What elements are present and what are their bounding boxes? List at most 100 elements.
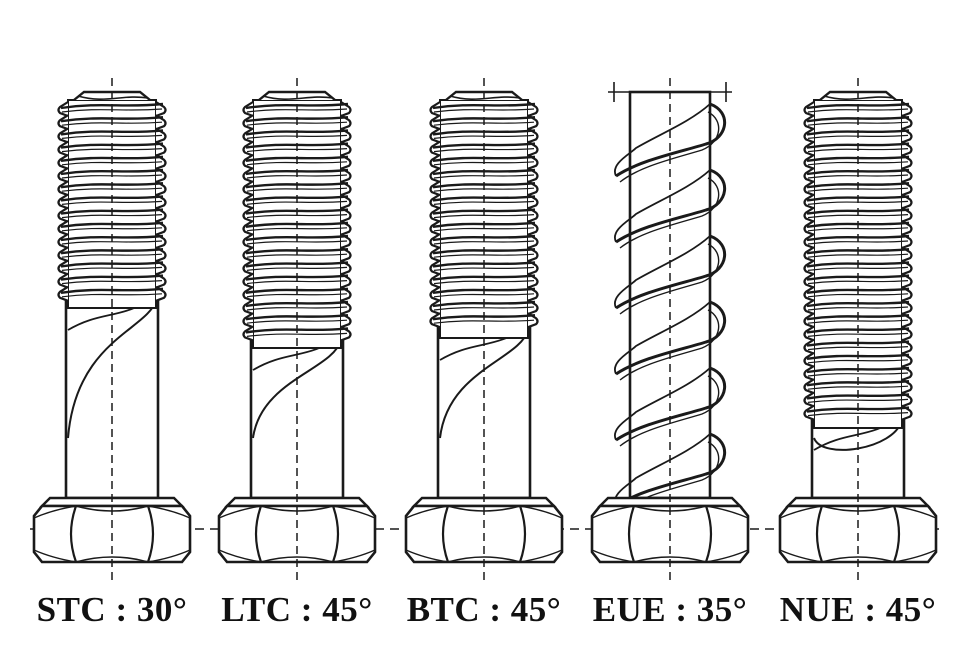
thread-profile <box>429 246 539 263</box>
thread-root <box>61 293 163 298</box>
hex-face-edge <box>518 505 527 563</box>
hex-chamfer <box>33 505 77 519</box>
thread-root <box>807 319 909 324</box>
hex-chamfer <box>332 505 376 519</box>
hex-chamfer <box>821 556 895 563</box>
hex-chamfer <box>218 549 262 563</box>
hex-chamfer <box>147 549 191 563</box>
thread-root <box>807 359 909 364</box>
hex-face-edge <box>146 505 155 563</box>
hex-chamfer <box>591 549 635 563</box>
thread-profile <box>57 193 167 210</box>
thread-root <box>61 280 163 285</box>
bolt-eue <box>590 78 750 582</box>
hex-chamfer <box>260 556 334 563</box>
thread-profile <box>803 206 913 223</box>
thread-profile <box>803 101 913 118</box>
hex-chamfer <box>893 505 937 519</box>
thread-profile <box>429 167 539 184</box>
hex-face-edge <box>254 505 263 563</box>
hex-chamfer <box>75 556 149 563</box>
bolt-stc <box>32 78 192 582</box>
hex-face-edge <box>331 505 340 563</box>
thread-profile <box>57 153 167 170</box>
thread-profile <box>242 206 352 223</box>
thread-profile <box>429 180 539 197</box>
helix-back <box>614 301 711 375</box>
hex-chamfer <box>519 505 563 519</box>
thread-profile <box>803 299 913 316</box>
helix-edge <box>615 168 727 244</box>
thread-root <box>433 293 535 298</box>
thread-root <box>807 385 909 390</box>
bolt-ltc <box>217 78 377 582</box>
label-stc: STC : 30° <box>36 590 188 629</box>
thread-profile <box>429 127 539 144</box>
thread-root <box>246 332 348 337</box>
thread-profile <box>242 127 352 144</box>
thread-profile <box>429 114 539 131</box>
thread-root <box>807 346 909 351</box>
thread-root <box>246 306 348 311</box>
thread-profile <box>803 167 913 184</box>
thread-root <box>807 398 909 403</box>
thread-profile <box>803 272 913 289</box>
thread-root <box>246 266 348 271</box>
hex-face-edge <box>704 505 713 563</box>
thread-root <box>807 280 909 285</box>
thread-profile <box>57 180 167 197</box>
hex-chamfer <box>779 549 823 563</box>
thread-profile <box>803 338 913 355</box>
thread-root <box>246 319 348 324</box>
thread-start <box>449 95 521 100</box>
helix-edge <box>615 234 727 310</box>
helix-back <box>614 235 711 309</box>
thread-profile <box>803 378 913 395</box>
hex-chamfer <box>519 549 563 563</box>
hex-face-edge <box>892 505 901 563</box>
thread-profile <box>242 193 352 210</box>
thread-profile <box>57 259 167 276</box>
thread-profile <box>803 351 913 368</box>
thread-profile <box>429 272 539 289</box>
thread-root <box>807 372 909 377</box>
thread-root <box>433 266 535 271</box>
thread-profile <box>242 153 352 170</box>
thread-root <box>807 306 909 311</box>
thread-profile <box>429 312 539 329</box>
helix-edge <box>619 309 720 381</box>
thread-profile <box>429 285 539 302</box>
thread-profile <box>429 101 539 118</box>
thread-profile <box>57 167 167 184</box>
thread-profile <box>429 259 539 276</box>
thread-profile <box>803 193 913 210</box>
thread-profile <box>57 285 167 302</box>
thread-profile <box>242 140 352 157</box>
thread-root <box>433 306 535 311</box>
helix-edge <box>615 366 727 442</box>
hex-chamfer <box>405 549 449 563</box>
label-btc: BTC : 45° <box>406 590 562 629</box>
thread-profile <box>242 325 352 342</box>
hex-chamfer <box>779 505 823 519</box>
thread-profile <box>242 114 352 131</box>
thread-profile <box>57 114 167 131</box>
thread-root <box>246 280 348 285</box>
thread-profile <box>803 365 913 382</box>
hex-face-edge <box>815 505 824 563</box>
thread-profile <box>242 259 352 276</box>
hex-chamfer <box>633 556 707 563</box>
thread-profile <box>242 285 352 302</box>
thread-profile <box>242 299 352 316</box>
thread-profile <box>242 233 352 250</box>
thread-profile <box>242 219 352 236</box>
thread-profile <box>803 153 913 170</box>
hex-chamfer <box>33 549 77 563</box>
hex-chamfer <box>218 505 262 519</box>
thread-root <box>807 332 909 337</box>
thread-root <box>433 319 535 324</box>
helix-back <box>614 367 711 441</box>
thread-start <box>77 95 149 100</box>
thread-profile <box>57 206 167 223</box>
